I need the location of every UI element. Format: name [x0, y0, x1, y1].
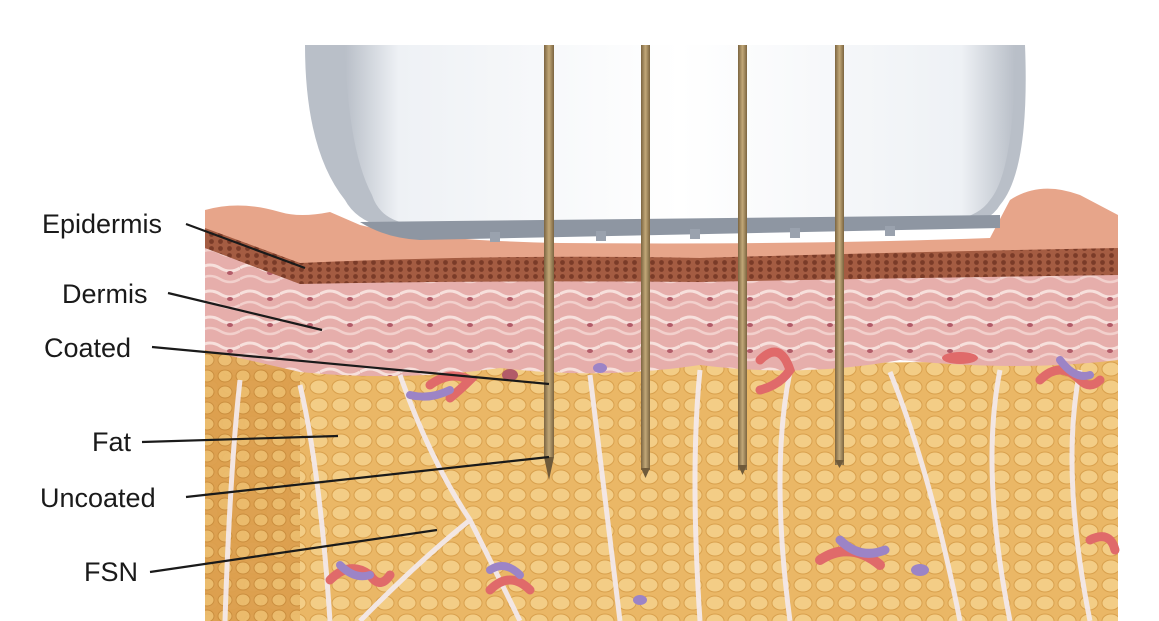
layer-labels: Epidermis Dermis Coated Fat Uncoated FSN — [40, 209, 162, 587]
microneedle — [835, 45, 844, 468]
tissue-block — [205, 189, 1118, 621]
epidermis-label: Epidermis — [42, 209, 162, 239]
dermis-label: Dermis — [62, 279, 148, 309]
uncoated-label: Uncoated — [40, 483, 156, 513]
microneedle — [738, 45, 747, 475]
fat-layer — [205, 360, 1118, 621]
coated-label: Coated — [44, 333, 131, 363]
handpiece-body — [345, 45, 1015, 224]
rf-handpiece — [305, 45, 1026, 242]
microneedle — [641, 45, 650, 478]
microneedle — [544, 45, 554, 480]
fsn-label: FSN — [84, 557, 138, 587]
fat-label: Fat — [92, 427, 132, 457]
